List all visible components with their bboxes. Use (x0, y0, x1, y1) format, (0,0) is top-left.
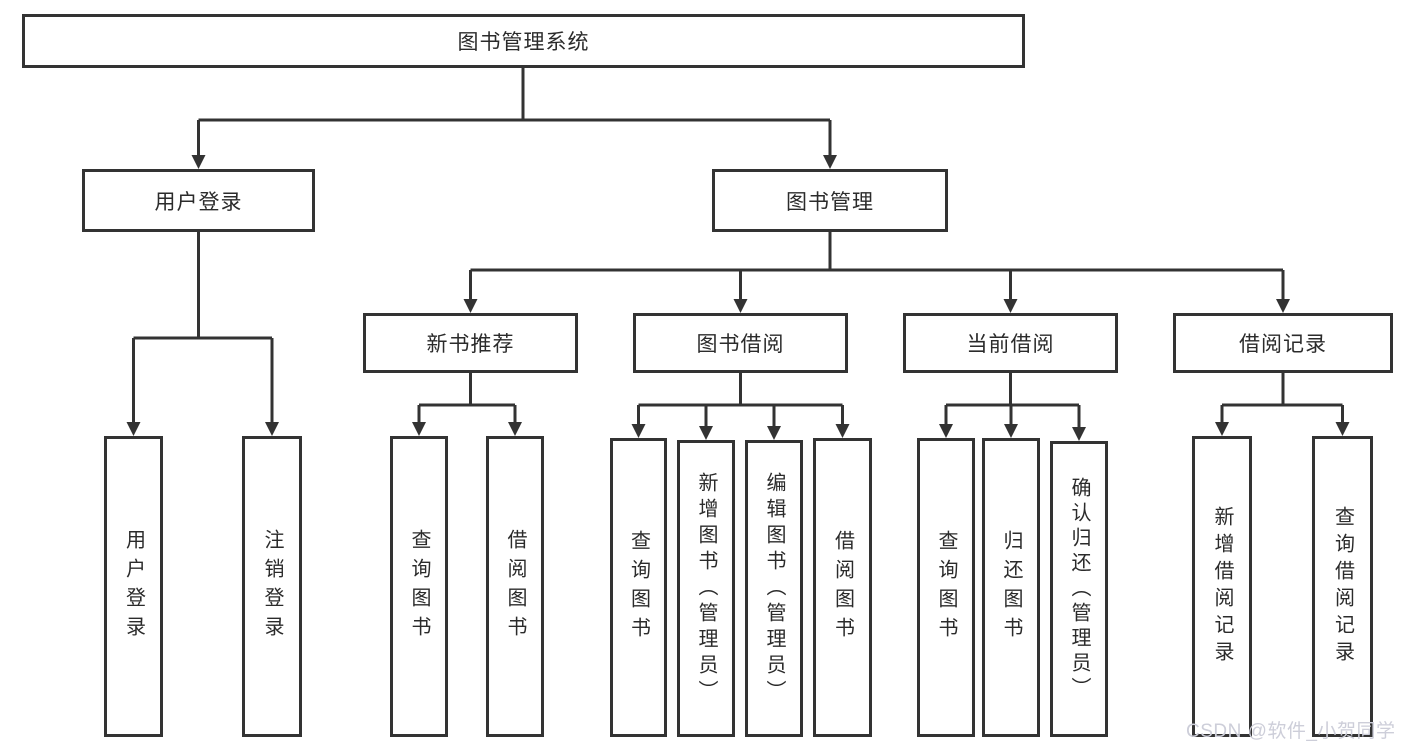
leaf-add-borrow-record: 新增借阅记录 (1192, 436, 1252, 737)
leaf-logout: 注销登录 (242, 436, 302, 737)
node-new-book-recommend: 新书推荐 (363, 313, 578, 373)
leaf-query-borrow-record: 查询借阅记录 (1312, 436, 1373, 737)
leaf-add-book-admin: 新增图书（管理员） (677, 440, 735, 737)
leaf-borrow-books-borrow: 借阅图书 (813, 438, 872, 737)
leaf-user-login: 用户登录 (104, 436, 163, 737)
leaf-query-books-borrow: 查询图书 (610, 438, 667, 737)
node-current-borrow: 当前借阅 (903, 313, 1118, 373)
leaf-query-books-recommend: 查询图书 (390, 436, 448, 737)
node-book-management: 图书管理 (712, 169, 948, 232)
node-book-borrow: 图书借阅 (633, 313, 848, 373)
leaf-return-book: 归还图书 (982, 438, 1040, 737)
node-user-login: 用户登录 (82, 169, 315, 232)
node-borrow-records: 借阅记录 (1173, 313, 1393, 373)
leaf-edit-book-admin: 编辑图书（管理员） (745, 440, 803, 737)
watermark: CSDN @软件_小贺同学 (1186, 721, 1396, 742)
leaf-confirm-return-admin: 确认归还（管理员） (1050, 441, 1108, 737)
leaf-query-books-current: 查询图书 (917, 438, 975, 737)
node-root: 图书管理系统 (22, 14, 1025, 68)
leaf-borrow-books-recommend: 借阅图书 (486, 436, 544, 737)
